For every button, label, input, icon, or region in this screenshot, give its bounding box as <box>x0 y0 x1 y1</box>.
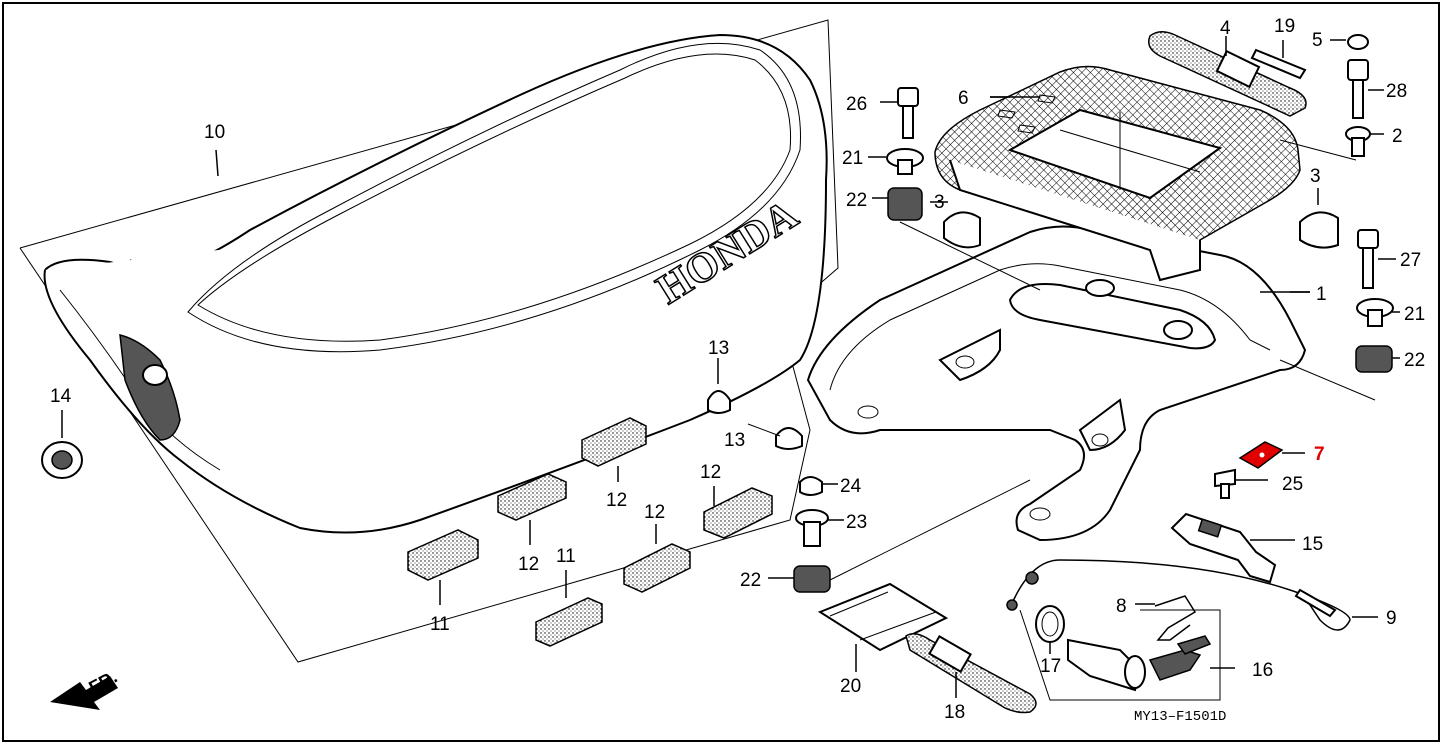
leader-lines <box>215 96 1376 581</box>
callout-16[interactable]: 16 <box>1252 660 1273 681</box>
part-23-grommet[interactable] <box>795 509 844 547</box>
part-19-pad[interactable] <box>1250 40 1307 80</box>
callout-21a[interactable]: 21 <box>842 148 863 169</box>
part-22-rubber-a[interactable] <box>872 187 923 221</box>
callout-4[interactable]: 4 <box>1220 18 1231 39</box>
part-21-washer-b[interactable] <box>1356 298 1400 327</box>
part-15-latch[interactable] <box>1170 512 1295 584</box>
callout-22b[interactable]: 22 <box>1404 350 1425 371</box>
part-11-cushion-b[interactable] <box>535 570 603 647</box>
part-24-cap[interactable] <box>799 476 838 496</box>
callout-11a[interactable]: 11 <box>430 614 450 635</box>
part-12-cushion-d[interactable] <box>703 486 773 539</box>
part-1-rack-frame[interactable] <box>806 225 1310 542</box>
part-25-bolt[interactable] <box>1214 468 1268 499</box>
part-3-collar-a[interactable] <box>930 201 981 249</box>
part-13-clip-a[interactable] <box>707 358 731 414</box>
part-8-clip[interactable] <box>1135 595 1197 641</box>
part-6-rack-top[interactable] <box>934 65 1301 282</box>
part-3-collar-b[interactable] <box>1299 188 1339 249</box>
part-12-cushion-a[interactable] <box>497 473 567 545</box>
callout-15[interactable]: 15 <box>1302 534 1323 555</box>
callout-13b[interactable]: 13 <box>724 430 745 451</box>
callout-7[interactable]: 7 <box>1314 444 1325 465</box>
callout-14[interactable]: 14 <box>50 386 72 407</box>
callout-12c[interactable]: 12 <box>644 502 665 523</box>
callout-3b[interactable]: 3 <box>1310 166 1321 187</box>
callout-17[interactable]: 17 <box>1040 656 1061 677</box>
part-27-bolt[interactable] <box>1357 229 1396 289</box>
part-20-hinge-bar[interactable] <box>817 582 949 672</box>
part-4-strap[interactable] <box>1148 31 1307 117</box>
part-9-cable[interactable] <box>1006 559 1378 631</box>
callout-12a[interactable]: 12 <box>518 554 539 575</box>
callout-9[interactable]: 9 <box>1386 608 1397 629</box>
part-22-rubber-c[interactable] <box>768 565 831 593</box>
callout-24[interactable]: 24 <box>840 476 862 497</box>
part-22-rubber-b[interactable] <box>1355 345 1400 373</box>
diagram-code: MY13–F1501D <box>1134 709 1226 725</box>
callout-23[interactable]: 23 <box>846 512 867 533</box>
callout-2[interactable]: 2 <box>1392 126 1403 147</box>
callout-labels: 1 2 3 3 4 5 6 7 8 9 10 11 11 12 12 12 12… <box>50 16 1425 723</box>
part-28-bolt[interactable] <box>1347 59 1384 119</box>
part-12-cushion-b[interactable] <box>581 417 647 482</box>
part-21-washer-a[interactable] <box>868 148 924 175</box>
callout-22c[interactable]: 22 <box>740 570 761 591</box>
callout-6[interactable]: 6 <box>958 88 969 109</box>
callout-11b[interactable]: 11 <box>556 546 576 567</box>
callout-22a[interactable]: 22 <box>846 190 867 211</box>
callout-28[interactable]: 28 <box>1386 81 1407 102</box>
part-13-clip-b[interactable] <box>775 427 803 450</box>
callout-26[interactable]: 26 <box>846 94 867 115</box>
callout-21b[interactable]: 21 <box>1404 304 1425 325</box>
callout-18[interactable]: 18 <box>944 702 965 723</box>
front-direction-arrow: FR. <box>50 666 121 710</box>
callout-8[interactable]: 8 <box>1116 596 1127 617</box>
part-16-lock-cylinder[interactable] <box>1067 635 1235 692</box>
callout-10[interactable]: 10 <box>204 122 225 143</box>
callout-5[interactable]: 5 <box>1312 30 1323 51</box>
callout-13a[interactable]: 13 <box>708 338 729 359</box>
part-11-cushion-a[interactable] <box>407 529 479 605</box>
part-2-washer[interactable] <box>1345 126 1384 157</box>
callout-12d[interactable]: 12 <box>700 462 721 483</box>
callout-3a[interactable]: 3 <box>934 192 945 213</box>
callout-27[interactable]: 27 <box>1400 250 1421 271</box>
seat-assembly[interactable]: HONDA <box>19 19 839 663</box>
part-17-ring[interactable] <box>1035 605 1065 654</box>
part-26-bolt[interactable] <box>880 87 919 139</box>
callout-19[interactable]: 19 <box>1274 16 1295 37</box>
part-14-grommet[interactable] <box>41 410 83 479</box>
part-18-strap[interactable] <box>905 633 1037 714</box>
part-7-stopper[interactable] <box>1238 441 1305 469</box>
callout-20[interactable]: 20 <box>840 676 861 697</box>
part-12-cushion-c[interactable] <box>623 524 691 593</box>
callout-25[interactable]: 25 <box>1282 474 1303 495</box>
part-5-cap[interactable] <box>1330 34 1369 50</box>
callout-1[interactable]: 1 <box>1316 284 1327 305</box>
callout-12b[interactable]: 12 <box>606 490 627 511</box>
